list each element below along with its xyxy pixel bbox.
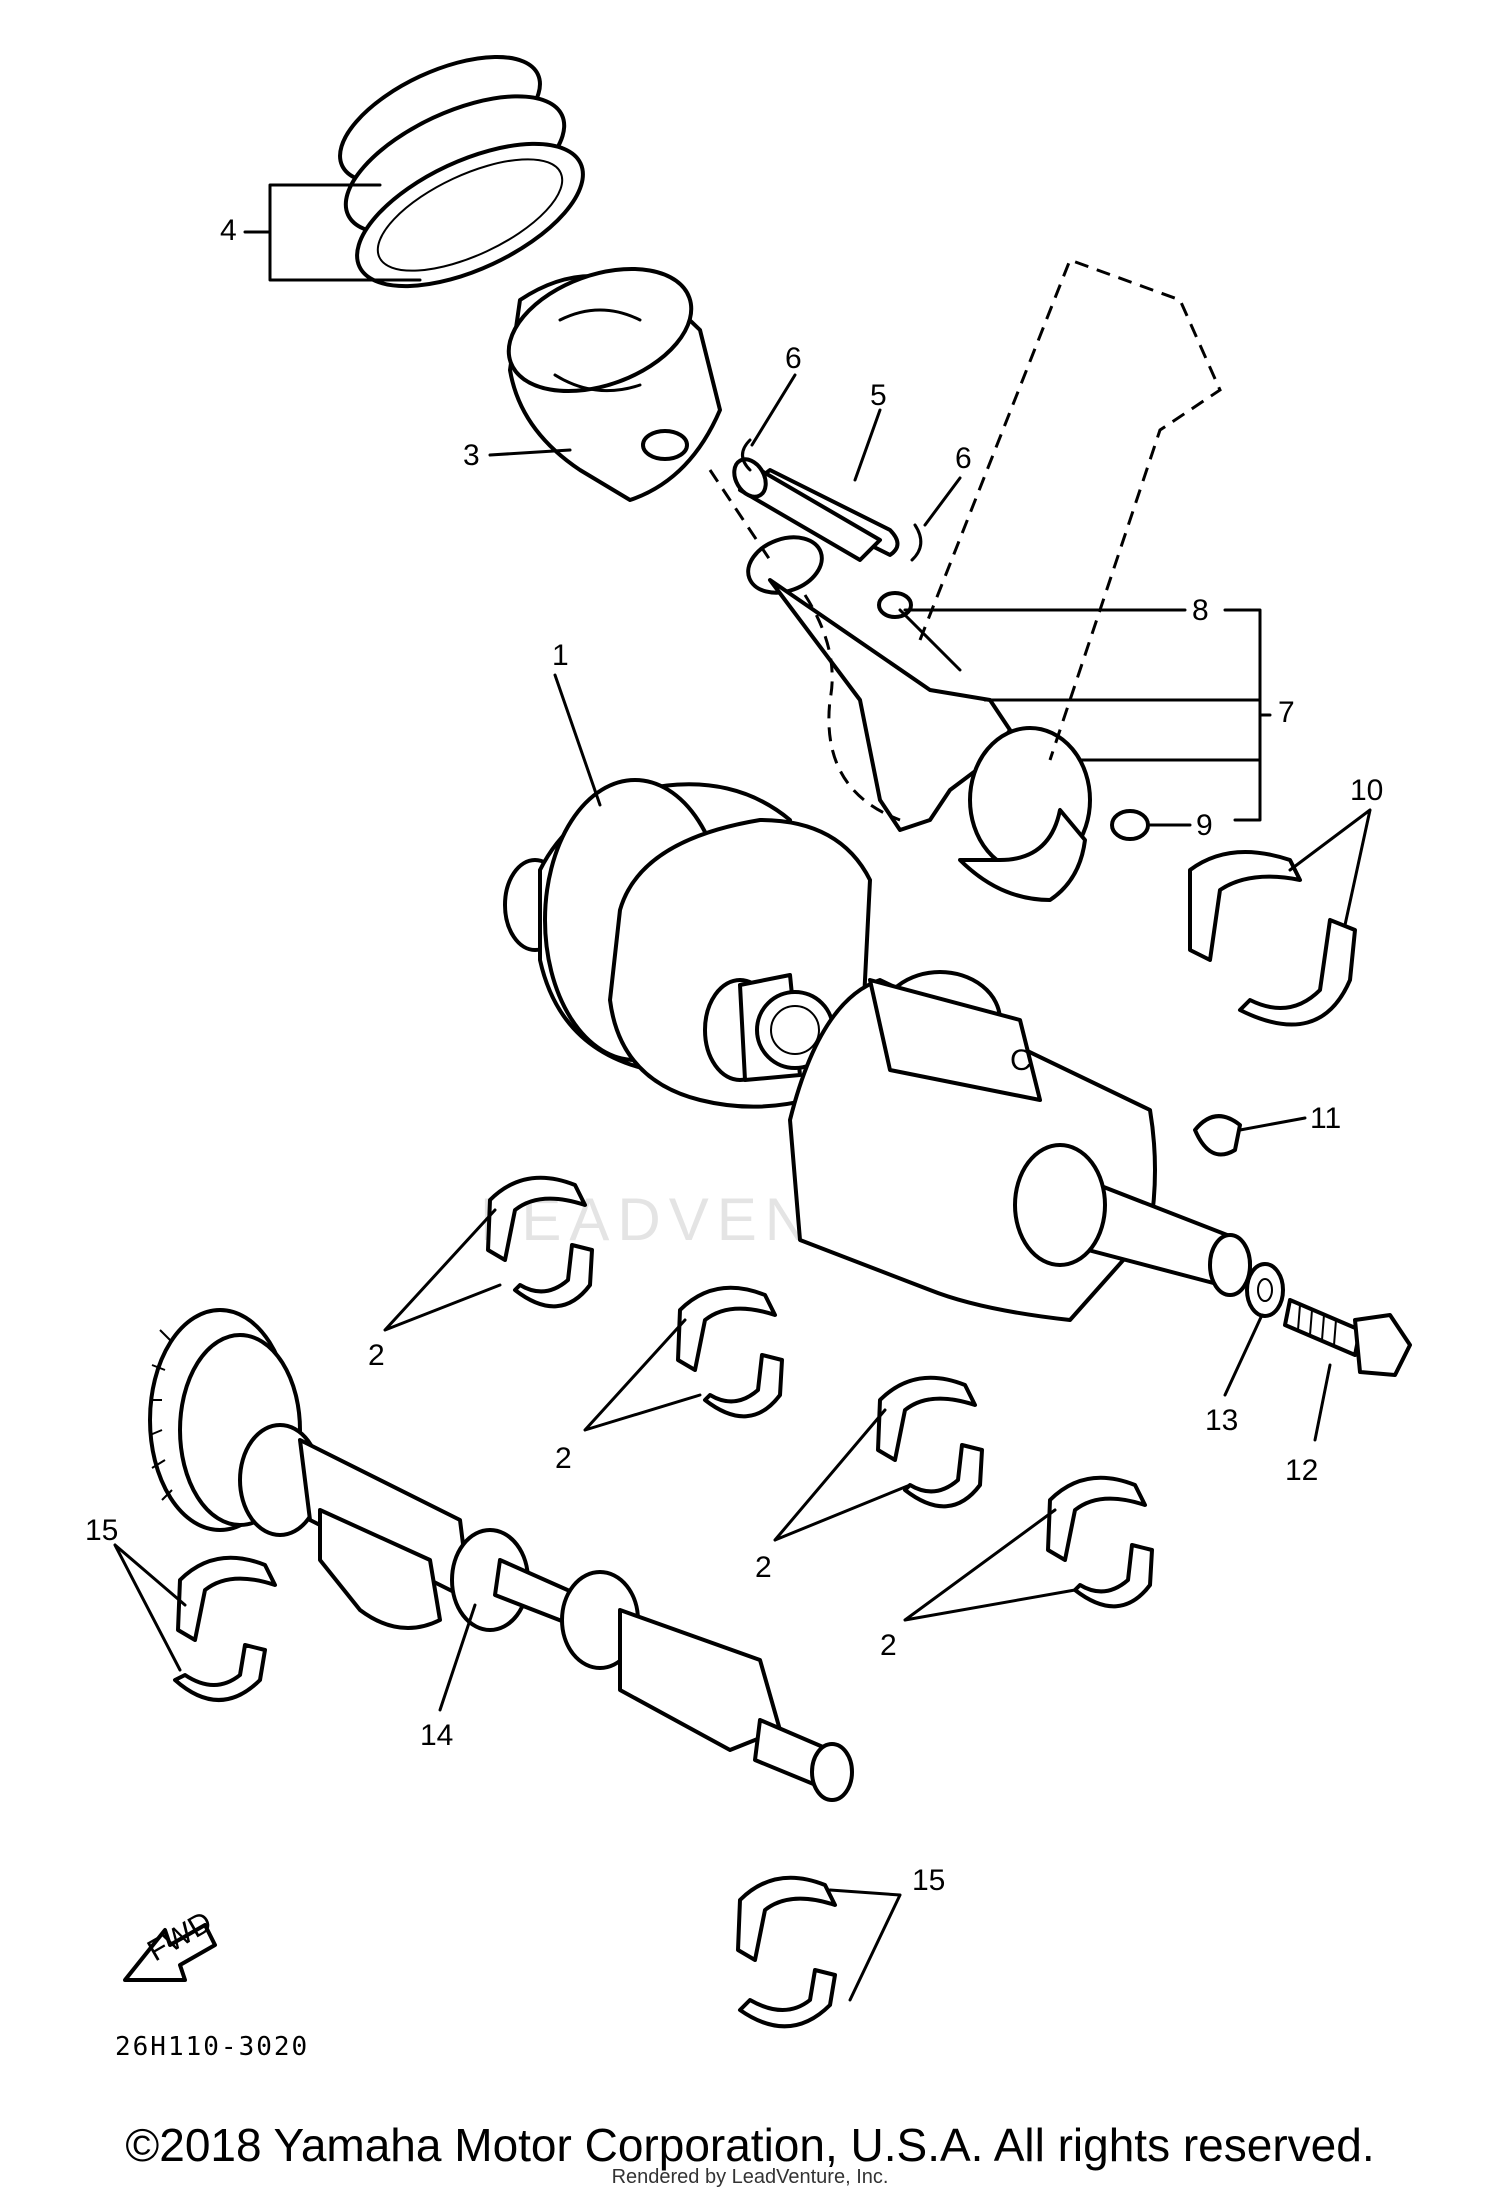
callout-6a: 6 xyxy=(785,342,802,375)
washer-drawing xyxy=(1245,1262,1285,1318)
circlip-left-drawing xyxy=(741,438,752,472)
leader-lines xyxy=(113,183,1372,2002)
big-end-bearing-drawing xyxy=(1188,850,1357,1027)
crank-bearing-c-drawing xyxy=(876,1375,984,1509)
callout-2d: 2 xyxy=(880,1629,897,1662)
callout-9: 9 xyxy=(1196,809,1213,842)
crank-bearing-d-drawing xyxy=(1046,1475,1154,1609)
callout-6b: 6 xyxy=(955,442,972,475)
balancer-bearing-a-drawing xyxy=(173,1555,277,1702)
callout-1: 1 xyxy=(552,639,569,672)
circlip-right-drawing xyxy=(910,523,923,562)
callout-2c: 2 xyxy=(755,1551,772,1584)
drawing-code: 26H110-3020 xyxy=(115,2032,309,2062)
callout-8: 8 xyxy=(1192,594,1209,627)
pin-axis-dashed xyxy=(708,469,772,561)
rendered-by-note: Rendered by LeadVenture, Inc. xyxy=(611,2166,889,2188)
callout-4: 4 xyxy=(220,214,237,247)
callout-11: 11 xyxy=(1310,1102,1341,1135)
callout-14: 14 xyxy=(420,1719,453,1752)
rod-outline-dashed xyxy=(803,594,901,822)
balancer-bearing-b-drawing xyxy=(736,1875,837,2029)
piston-drawing xyxy=(506,266,722,502)
piston-ring-set-drawing xyxy=(338,54,585,289)
callout-12: 12 xyxy=(1285,1454,1318,1487)
callout-15a: 15 xyxy=(85,1514,118,1547)
callout-2a: 2 xyxy=(368,1339,385,1372)
crank-bearing-b-drawing xyxy=(676,1285,784,1419)
woodruff-key-drawing xyxy=(1193,1114,1242,1157)
bolt-drawing xyxy=(1283,1298,1412,1377)
callout-2b: 2 xyxy=(555,1442,572,1475)
piston-pin-drawing xyxy=(732,457,900,562)
callout-15b: 15 xyxy=(912,1864,945,1897)
callout-5: 5 xyxy=(870,379,887,412)
connecting-rod-drawing xyxy=(746,535,1150,902)
svg-text:C: C xyxy=(1010,1044,1032,1077)
crankshaft-drawing: C xyxy=(503,778,1252,1322)
rod-nut-drawing xyxy=(1110,809,1150,841)
balancer-shaft-drawing xyxy=(148,1308,854,1802)
copyright-notice: ©2018 Yamaha Motor Corporation, U.S.A. A… xyxy=(125,2119,1375,2171)
callout-labels: 1 2 2 2 2 3 4 5 6 6 7 8 9 10 11 12 13 14… xyxy=(85,214,1383,1897)
callout-7: 7 xyxy=(1278,696,1295,729)
crank-bearing-a-drawing xyxy=(486,1175,594,1309)
callout-13: 13 xyxy=(1205,1404,1238,1437)
callout-3: 3 xyxy=(463,439,480,472)
callout-10: 10 xyxy=(1350,774,1383,807)
rod-bolt-axis-dashed xyxy=(918,258,1222,761)
fwd-arrow-icon: FWD xyxy=(123,1905,218,1982)
